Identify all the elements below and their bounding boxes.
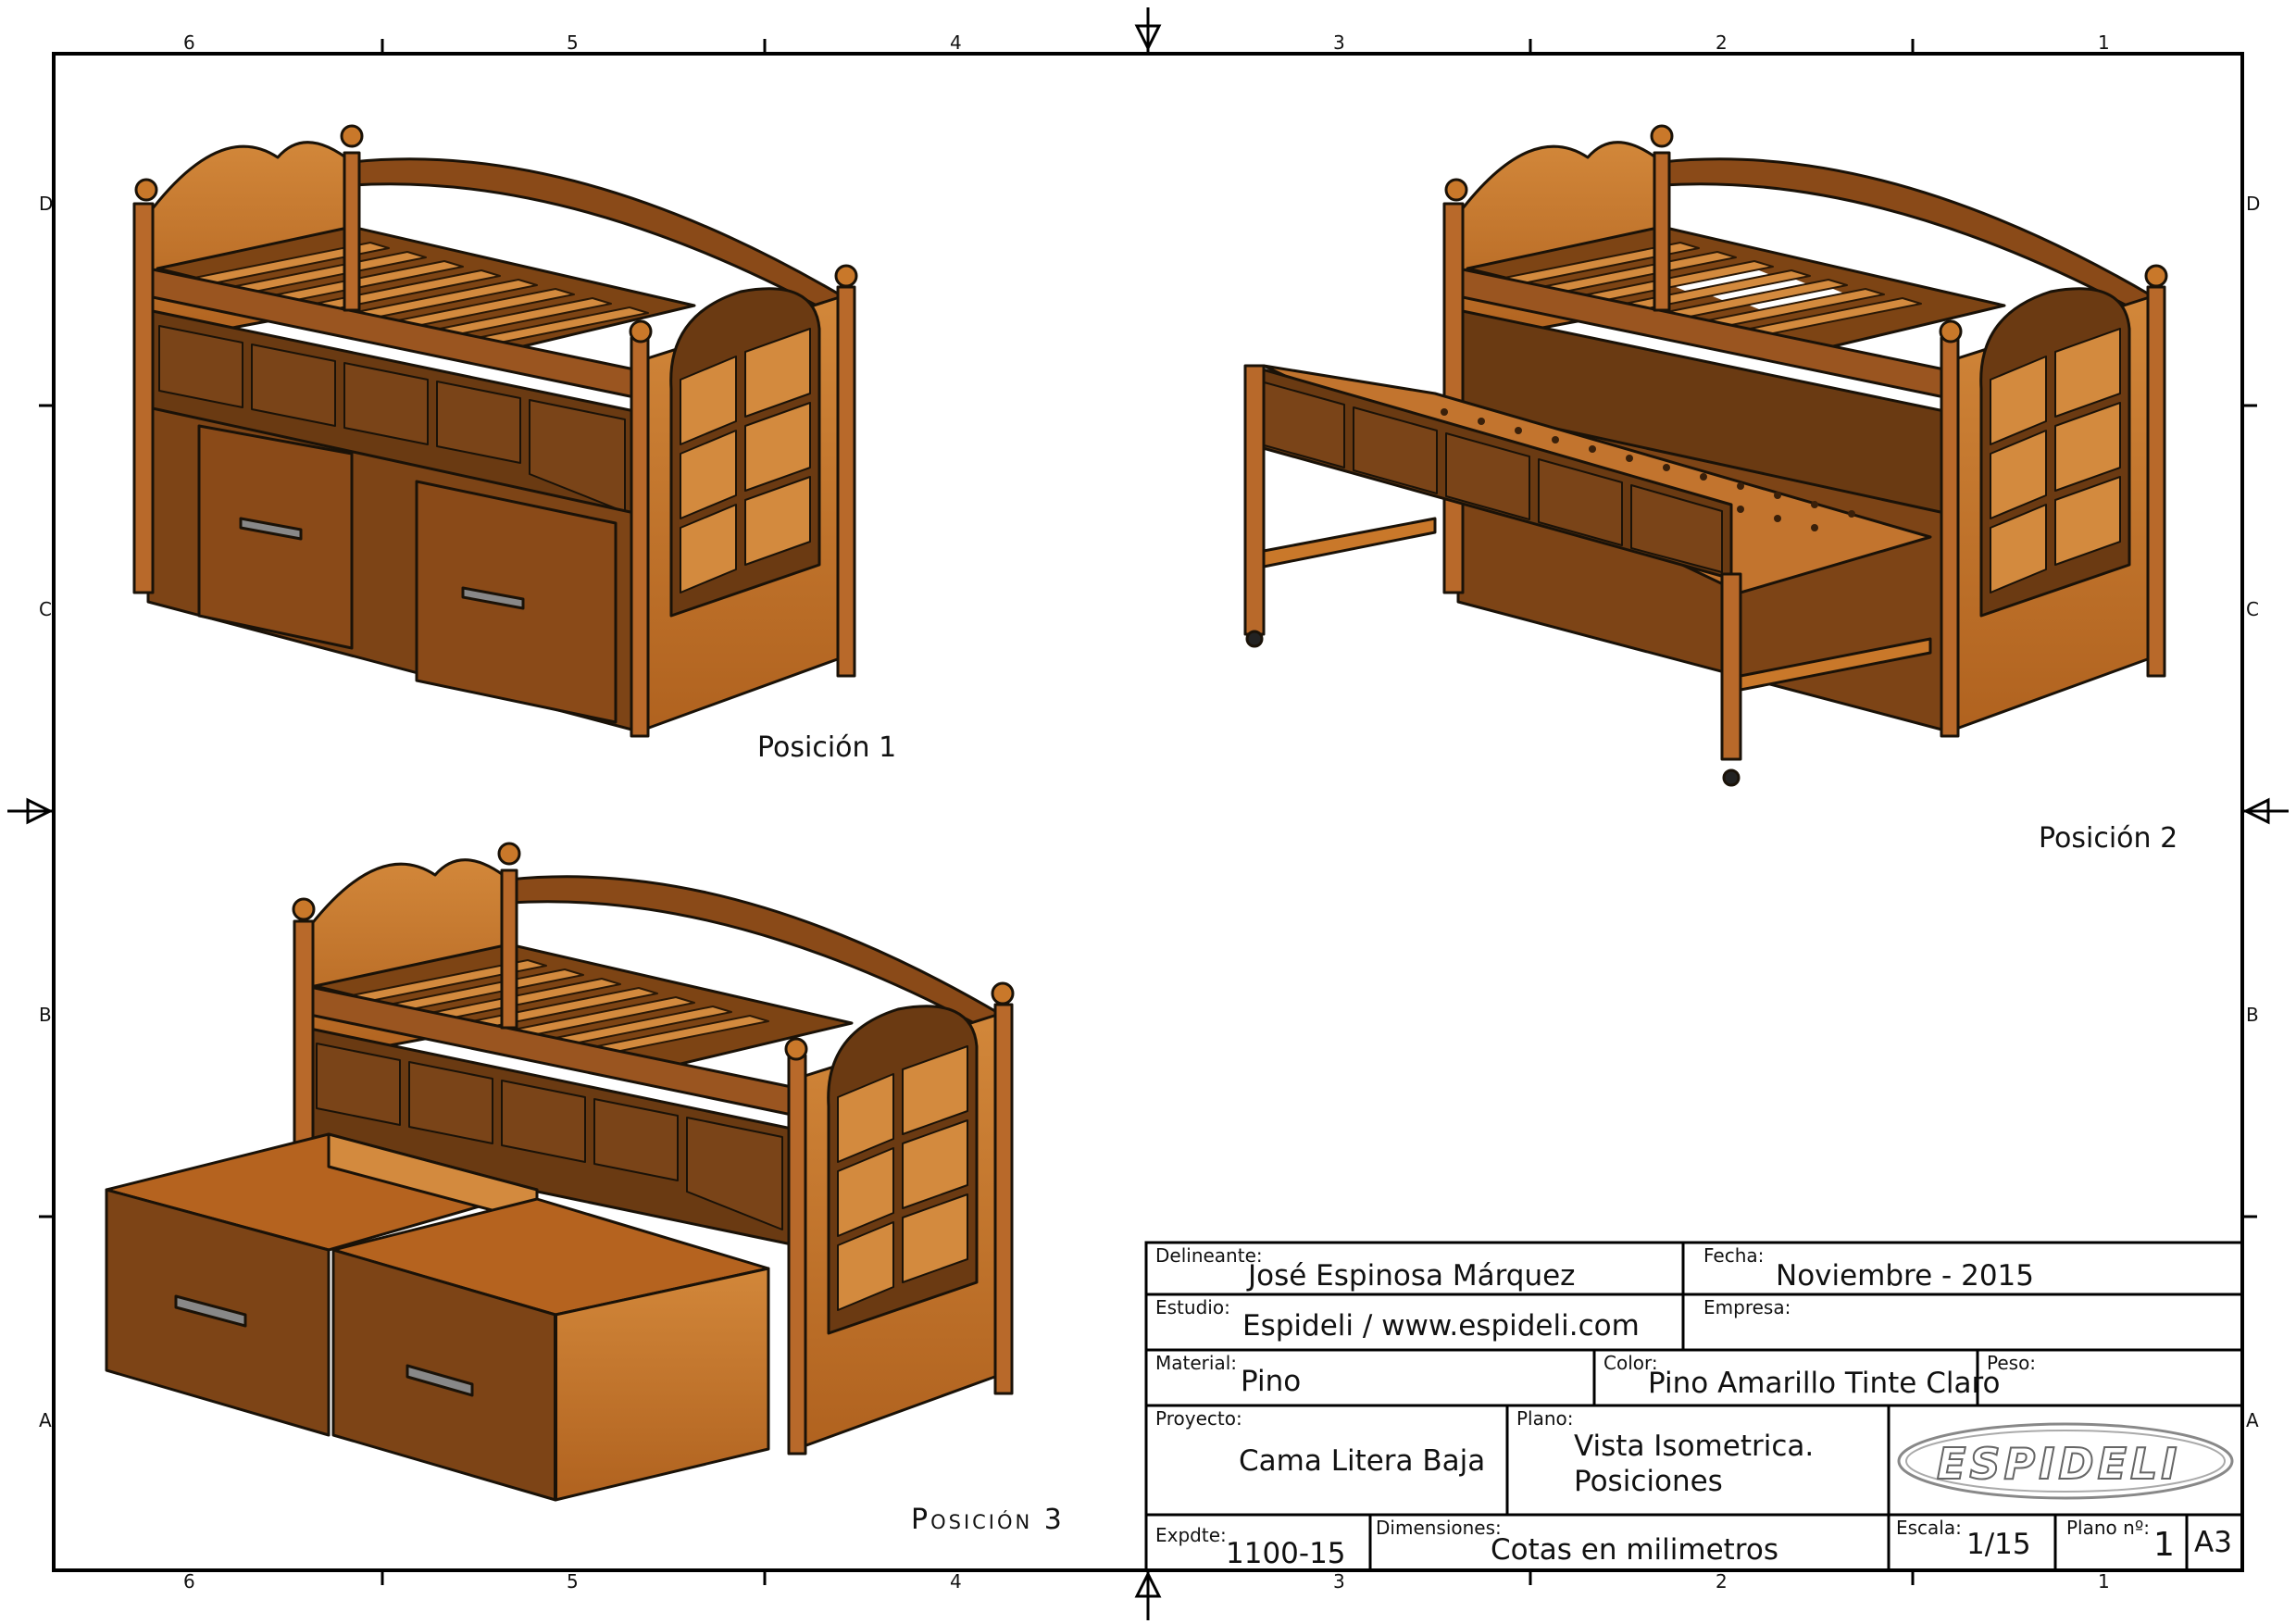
tb-value: Cama Litera Baja [1239, 1444, 1486, 1478]
tb-value: Cotas en milimetros [1491, 1533, 1778, 1567]
tb-escala: Escala: 1/15 [1889, 1515, 2055, 1570]
tb-value: Espideli / www.espideli.com [1242, 1309, 1640, 1343]
tb-value: Posiciones [1574, 1465, 1723, 1498]
zone-col-label: 2 [1716, 1570, 1728, 1593]
zone-col-label: 3 [1333, 31, 1345, 54]
tb-value: Vista Isometrica. [1574, 1430, 1815, 1463]
caption-position-1: Posición 1 [757, 731, 897, 764]
tb-value: 1100-15 [1226, 1537, 1346, 1570]
zone-row-label: D [2246, 193, 2261, 215]
zone-col-label: 4 [950, 31, 962, 54]
tb-key: Empresa: [1703, 1296, 1791, 1318]
tb-material: Material: Pino [1146, 1350, 1594, 1405]
zone-col-label: 5 [567, 31, 579, 54]
tb-delineante: Delineante: José Espinosa Márquez [1146, 1243, 1683, 1294]
tb-key: Proyecto: [1155, 1407, 1242, 1430]
caption-position-3: Posición 3 [911, 1504, 1065, 1536]
zone-col-label: 5 [567, 1570, 579, 1593]
zone-col-label: 6 [183, 31, 195, 54]
tb-key: Dimensiones: [1376, 1517, 1502, 1539]
caption-position-2: Posición 2 [2039, 822, 2178, 855]
zone-row-label: B [39, 1004, 52, 1026]
tb-expdte: Expdte: 1100-15 [1146, 1515, 1370, 1570]
tb-value: Pino [1241, 1365, 1302, 1398]
tb-color: Color: Pino Amarillo Tinte Claro [1594, 1350, 2001, 1405]
espideli-logo-icon [1897, 1422, 2234, 1500]
tb-proyecto: Proyecto: Cama Litera Baja [1146, 1405, 1507, 1515]
bed-position-1 [132, 124, 858, 738]
tb-value: 1 [2153, 1526, 2175, 1564]
tb-key: Escala: [1896, 1517, 1962, 1539]
bed-position-2 [1243, 124, 2168, 787]
centering-arrows [7, 7, 2289, 1620]
tb-key: Fecha: [1703, 1244, 1765, 1267]
zone-col-label: 4 [950, 1570, 962, 1593]
tb-logo: ESPIDELI [1889, 1405, 2242, 1515]
tb-value: Pino Amarillo Tinte Claro [1648, 1367, 2001, 1400]
tb-key: Delineante: [1155, 1244, 1263, 1267]
tb-plano-no: Plano nº: 1 [2055, 1515, 2187, 1570]
tb-value: A3 [2194, 1526, 2232, 1559]
tb-peso: Peso: [1978, 1350, 2242, 1405]
tb-formato: A3 [2187, 1515, 2242, 1570]
zone-row-label: C [2246, 598, 2259, 620]
tb-empresa: Empresa: [1683, 1294, 2242, 1350]
tb-value: 1/15 [1966, 1528, 2031, 1561]
zone-row-label: A [39, 1409, 52, 1431]
zone-col-label: 2 [1716, 31, 1728, 54]
tb-value: José Espinosa Márquez [1248, 1259, 1576, 1293]
tb-plano: Plano: Vista Isometrica. Posiciones [1507, 1405, 1889, 1515]
tb-key: Expdte: [1155, 1524, 1227, 1546]
tb-key: Plano nº: [2066, 1517, 2150, 1539]
zone-row-label: C [39, 598, 52, 620]
tb-key: Estudio: [1155, 1296, 1230, 1318]
tb-estudio: Estudio: Espideli / www.espideli.com [1146, 1294, 1683, 1350]
tb-dimensiones: Dimensiones: Cotas en milimetros [1370, 1515, 1889, 1570]
zone-col-label: 1 [2098, 31, 2110, 54]
bed-position-3 [105, 842, 1015, 1502]
tb-key: Material: [1155, 1352, 1237, 1374]
tb-value: Noviembre - 2015 [1776, 1259, 2034, 1293]
zone-ticks [39, 39, 2257, 1585]
zone-col-label: 1 [2098, 1570, 2110, 1593]
zone-row-label: D [39, 193, 54, 215]
tb-key: Color: [1603, 1352, 1658, 1374]
zone-row-label: A [2246, 1409, 2259, 1431]
zone-col-label: 6 [183, 1570, 195, 1593]
tb-key: Peso: [1987, 1352, 2037, 1374]
zone-row-label: B [2246, 1004, 2259, 1026]
zone-col-label: 3 [1333, 1570, 1345, 1593]
title-block-grid [1144, 1241, 2244, 1572]
tb-key: Plano: [1516, 1407, 1574, 1430]
logo-text: ESPIDELI [1936, 1438, 2181, 1490]
tb-fecha: Fecha: Noviembre - 2015 [1683, 1243, 2242, 1294]
